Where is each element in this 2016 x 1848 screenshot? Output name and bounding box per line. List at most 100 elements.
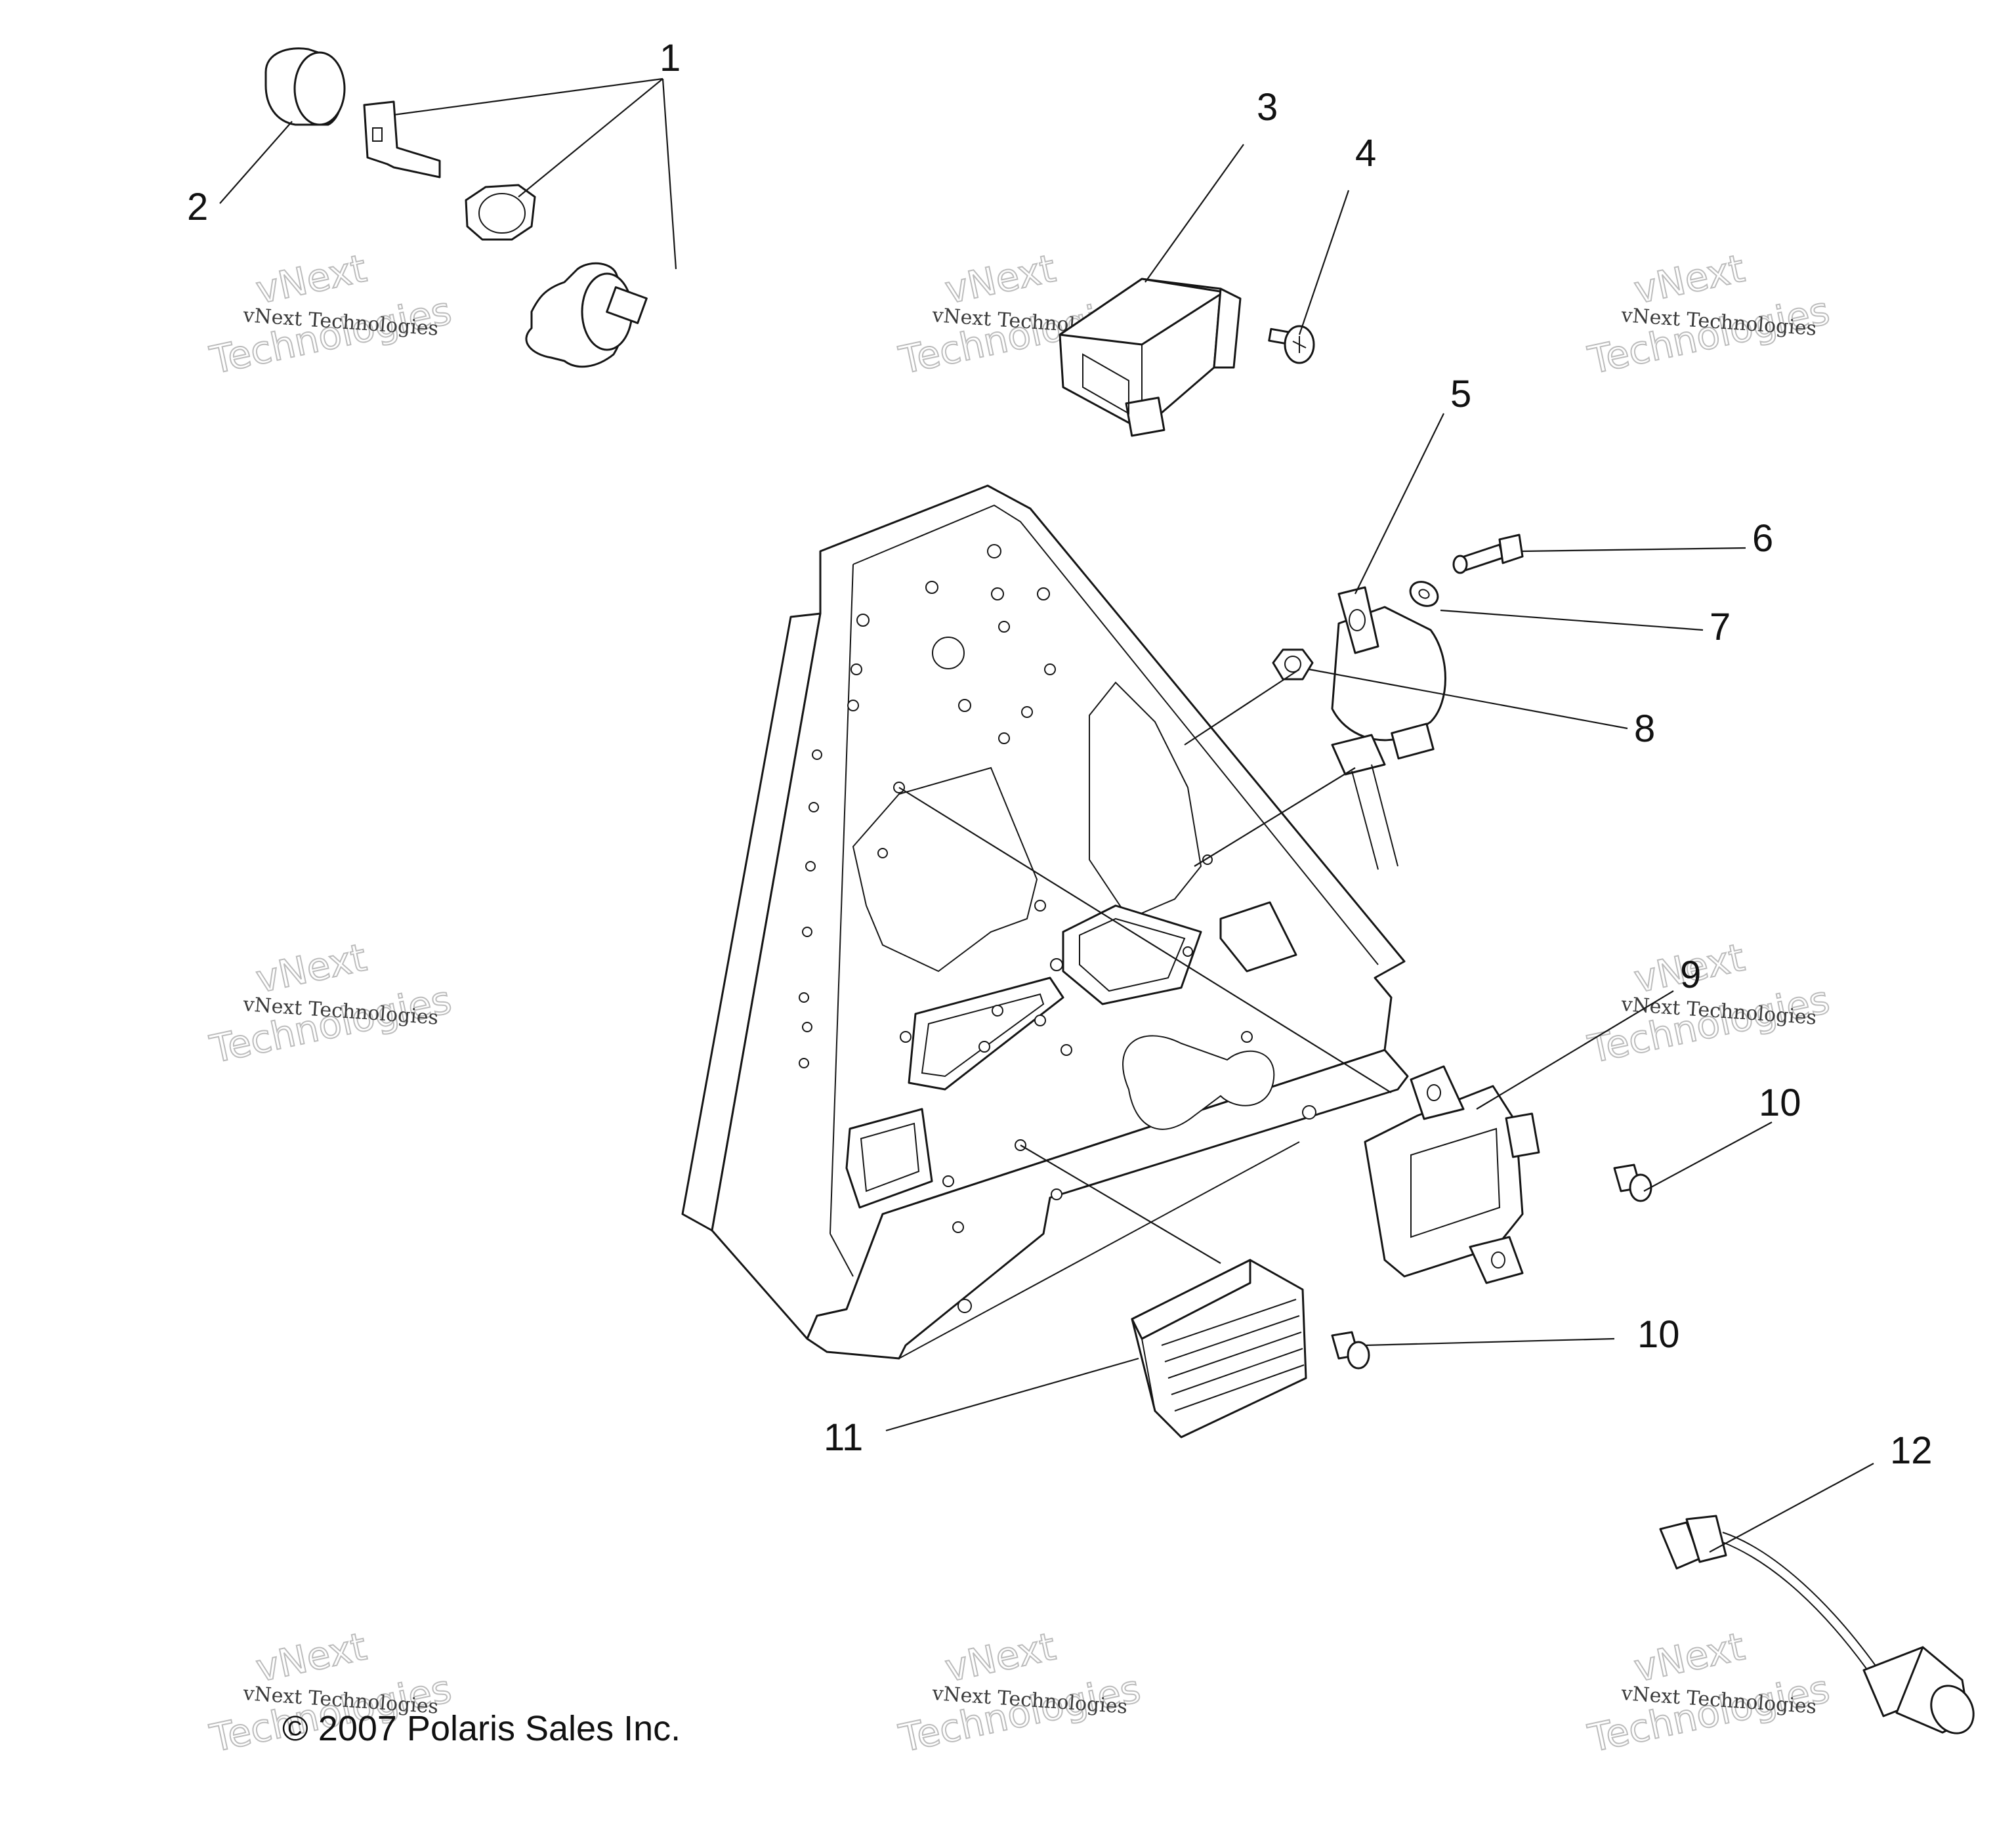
regulator-top [1131,1259,1251,1340]
leader-lines [219,77,1874,1553]
switch-cap-face [293,51,346,126]
panel-hole [802,927,812,937]
panel-hole [850,663,862,675]
ignition-coil-connector [1391,723,1435,760]
screw-4[interactable] [1268,325,1315,364]
switch-cap[interactable] [264,47,346,126]
panel-hole [998,732,1010,744]
part-label-9: 9 [1680,954,1701,996]
watermark: vNext Technologies [1584,245,1834,384]
part-label-10b: 10 [1637,1313,1680,1356]
panel-hole [900,1031,912,1043]
panel-hole [1183,946,1193,957]
panel-hole [992,1005,1003,1017]
panel-grommet-2 [1062,904,1202,1005]
panel-grommet-1-inner [921,993,1045,1078]
leader-coil-mount [1184,669,1356,867]
panel-hole [1241,1031,1253,1043]
bolt-6[interactable] [1452,534,1524,574]
voltage-module-connector [1505,1112,1540,1158]
leader-10b [1364,1337,1615,1347]
panel-hole [799,992,809,1003]
panel-hole [942,1175,954,1187]
panel-hole [1044,663,1056,675]
part-label-2: 2 [187,186,208,228]
part-label-6: 6 [1752,517,1773,560]
watermark: vNext Technologies [205,245,456,384]
control-module-tab [1213,287,1242,369]
watermark-text-top: vNext [1630,1624,1748,1691]
watermark: vNext Technologies [1584,934,1834,1073]
watermark: vNext Technologies [205,934,456,1073]
leader-3 [1144,144,1244,283]
panel-cutout-right [1089,681,1202,920]
panel-hole [1050,958,1063,971]
panel-hole [877,848,888,858]
part-label-4: 4 [1355,132,1376,175]
nut-8-bore [1284,656,1301,673]
screw-10b-head [1347,1341,1370,1370]
panel-hole [1302,1105,1316,1120]
washer-7[interactable] [1406,577,1442,610]
part-label-1: 1 [660,37,681,79]
switch-terminal [606,286,648,324]
watermark-text-top: vNext [252,246,370,313]
panel-hole [925,581,938,594]
regulator-fins [1161,1299,1305,1412]
leader-5 [1354,413,1444,595]
control-module-face [1082,353,1129,415]
panel-hole [978,1041,990,1053]
leader-11 [885,1357,1139,1432]
sender-harness[interactable] [1659,1515,1982,1741]
bolt-6-head [1498,534,1524,564]
washer-7-body [1409,581,1439,607]
watermark: vNext Technologies [894,1624,1145,1762]
part-label-8: 8 [1634,707,1655,750]
nut-8[interactable] [1272,648,1314,681]
panel-hole [1051,1188,1062,1200]
part-label-7: 7 [1710,606,1731,648]
panel-keyhole [1122,1035,1275,1130]
sender-wires [1722,1532,1884,1684]
leader-6 [1522,547,1746,553]
leader-regulator-mount [1020,1144,1221,1264]
panel-hole [998,621,1010,633]
screw-10a[interactable] [1613,1164,1652,1202]
screw-10a-head [1629,1173,1652,1202]
panel-hole [1037,587,1050,600]
watermark-text-top: vNext [252,935,370,1002]
panel-hole [847,700,859,711]
leader-1 [393,77,677,270]
switch-bracket-slot [372,127,383,142]
part-labels: 1 2 3 4 5 6 7 8 9 10 10 11 12 [187,37,1933,1472]
panel-hole [958,699,971,712]
regulator[interactable] [1131,1259,1307,1438]
ignition-coil[interactable] [1331,586,1446,870]
panel-hole [802,1022,812,1032]
panel-hole [991,587,1004,600]
mounting-panel[interactable] [681,484,1409,1360]
watermark-text-top: vNext [252,1624,370,1691]
voltage-module-face [1410,1127,1501,1238]
part-label-10a: 10 [1759,1082,1801,1124]
switch-assembly[interactable] [363,100,648,368]
control-module[interactable] [1059,278,1242,437]
voltage-module-hole-top [1427,1084,1441,1101]
control-module-connector [1125,396,1166,437]
leader-10a [1643,1122,1773,1192]
sender-body [1685,1515,1727,1563]
leader-2 [219,121,293,204]
sender-connector-face [1930,1685,1975,1734]
panel-hole-large [932,637,965,669]
voltage-module[interactable] [1364,1065,1540,1284]
screw-10b[interactable] [1331,1331,1370,1370]
nut-8-body [1272,648,1314,681]
part-label-11: 11 [824,1416,863,1459]
leader-7 [1440,609,1704,631]
part-label-3: 3 [1257,86,1278,129]
panel-cutout-upper [852,766,1038,973]
panel-inner-rim [852,504,1379,965]
watermark-text-top: vNext [941,1624,1059,1691]
regulator-edge [1141,1338,1156,1412]
